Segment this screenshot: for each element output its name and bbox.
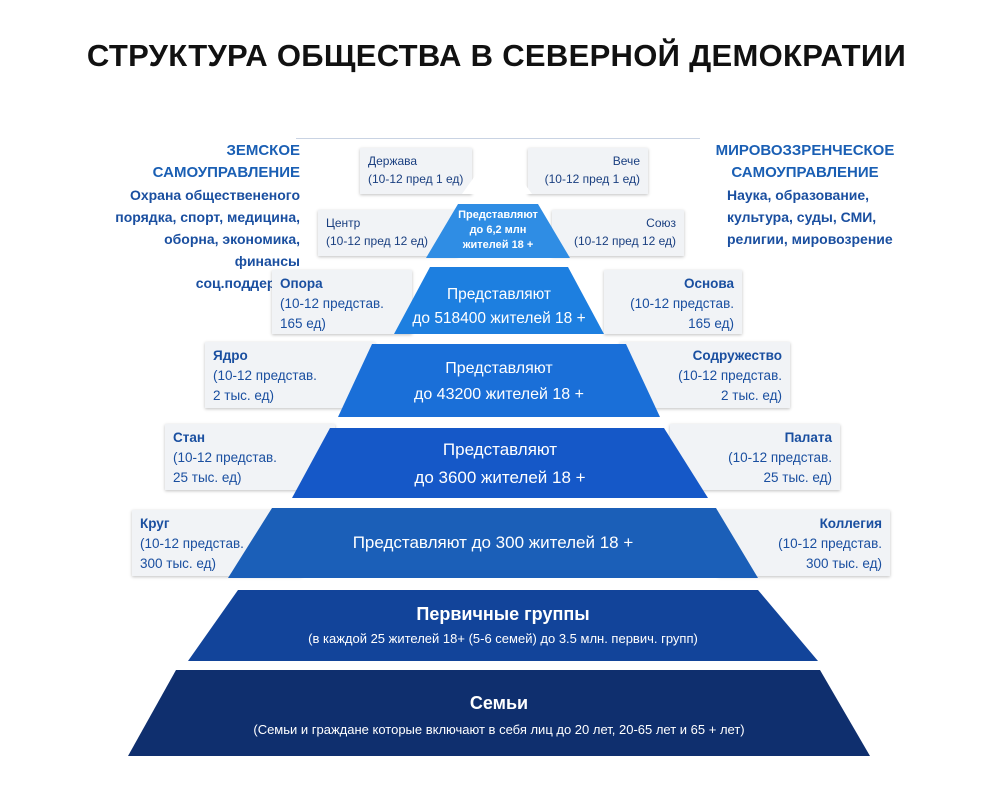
card-osnova-name: Основа xyxy=(683,276,734,291)
tier-3-text: Представляют до 518400 жителей 18 + xyxy=(394,283,604,331)
card-stan-detail-1: (10-12 представ. xyxy=(173,450,277,465)
pyramid-tier-4 xyxy=(338,344,660,417)
tier-5-text: Представляют до 3600 жителей 18 + xyxy=(292,436,708,492)
left-heading-line-1: ЗЕМСКОЕ xyxy=(226,142,300,159)
tier-7-line-1: Первичные группы xyxy=(416,604,590,624)
pyramid-tier-3 xyxy=(394,267,604,334)
tier-3-line-2: до 518400 жителей 18 + xyxy=(412,310,586,327)
card-yadro-detail-1: (10-12 представ. xyxy=(213,368,317,383)
card-kollegiya-detail-1: (10-12 представ. xyxy=(778,536,882,551)
tier-5-line-1: Представляют xyxy=(442,440,558,459)
pyramid-tier-2 xyxy=(426,204,570,258)
card-palata-name: Палата xyxy=(784,430,832,445)
pyramid-tier-8 xyxy=(128,670,870,756)
card-veche-name: Вече xyxy=(612,154,640,168)
right-heading-line-1: МИРОВОЗЗРЕНЧЕСКОЕ xyxy=(715,142,895,159)
tier-2-text: Представляют до 6,2 млн жителей 18 + xyxy=(440,208,556,253)
right-desc-3: религии, мировозрение xyxy=(727,231,893,247)
left-desc-3: оборна, экономика, финансы xyxy=(164,231,300,269)
card-kollegiya-detail-2: 300 тыс. ед) xyxy=(806,556,882,571)
left-desc-1: Охрана обществененого xyxy=(129,187,300,203)
card-soyuz-detail: (10-12 пред 12 ед) xyxy=(573,234,676,248)
pyramid-tier-6 xyxy=(228,508,758,578)
left-desc-2: порядка, спорт, медицина, xyxy=(115,209,300,225)
card-centr-detail: (10-12 пред 12 ед) xyxy=(326,234,429,248)
tier-8-line-2: (Семьи и граждане которые включают в себ… xyxy=(253,722,745,737)
tier-4-line-1: Представляют xyxy=(445,360,553,377)
page-title: СТРУКТУРА ОБЩЕСТВА В СЕВЕРНОЙ ДЕМОКРАТИИ xyxy=(86,38,907,73)
pyramid-tier-5 xyxy=(292,428,708,498)
card-soyuz: Союз (10-12 пред 12 ед) xyxy=(552,210,684,256)
card-opora-detail-1: (10-12 представ. xyxy=(280,296,384,311)
left-column-heading: ЗЕМСКОЕ САМОУПРАВЛЕНИЕ Охрана обществене… xyxy=(100,140,300,294)
card-krug-detail-1: (10-12 представ. xyxy=(140,536,244,551)
card-opora-detail-2: 165 ед) xyxy=(280,316,326,331)
left-heading-line-2: САМОУПРАВЛЕНИЕ xyxy=(152,164,300,181)
right-column-heading: МИРОВОЗЗРЕНЧЕСКОЕ САМОУПРАВЛЕНИЕ Наука, … xyxy=(695,140,915,250)
card-stan-name: Стан xyxy=(173,430,206,445)
card-soyuz-name: Союз xyxy=(646,216,676,230)
card-yadro-detail-2: 2 тыс. ед) xyxy=(213,388,274,403)
card-opora-name: Опора xyxy=(280,276,323,291)
card-palata-detail-2: 25 тыс. ед) xyxy=(763,470,833,485)
card-osnova-detail-1: (10-12 представ. xyxy=(630,296,734,311)
card-opora: Опора (10-12 представ. 165 ед) xyxy=(272,270,412,334)
card-centr-name: Центр xyxy=(326,216,361,230)
tier-8-line-1: Семьи xyxy=(469,693,529,713)
card-sodruzhestvo-name: Содружество xyxy=(692,348,782,363)
card-osnova-detail-2: 165 ед) xyxy=(688,316,734,331)
right-desc-2: культура, суды, СМИ, xyxy=(727,209,877,225)
card-yadro: Ядро (10-12 представ. 2 тыс. ед) xyxy=(205,342,375,408)
top-divider xyxy=(296,138,700,139)
card-veche: Вече (10-12 пред 1 ед) xyxy=(528,148,648,194)
card-derzhava-name: Держава xyxy=(368,154,418,168)
tier-5-line-2: до 3600 жителей 18 + xyxy=(414,468,586,487)
card-derzhava-detail: (10-12 пред 1 ед) xyxy=(368,172,464,186)
tier-6-line-1: Представляют до 300 жителей 18 + xyxy=(352,533,634,552)
card-palata-detail-1: (10-12 представ. xyxy=(728,450,832,465)
card-palata: Палата (10-12 представ. 25 тыс. ед) xyxy=(670,424,840,490)
tier-4-line-2: до 43200 жителей 18 + xyxy=(414,386,584,403)
tier-6-text: Представляют до 300 жителей 18 + xyxy=(228,530,758,556)
tier-2-line-2: до 6,2 млн xyxy=(469,224,527,236)
right-desc-1: Наука, образование, xyxy=(727,187,870,203)
card-sodruzhestvo-detail-2: 2 тыс. ед) xyxy=(721,388,782,403)
right-heading-line-2: САМОУПРАВЛЕНИЕ xyxy=(731,164,879,181)
card-kollegiya-name: Коллегия xyxy=(819,516,882,531)
pyramid-tier-apex xyxy=(462,145,532,194)
tier-7-line-2: (в каждой 25 жителей 18+ (5-6 семей) до … xyxy=(308,631,698,646)
card-veche-detail: (10-12 пред 1 ед) xyxy=(544,172,640,186)
pyramid-tier-7 xyxy=(188,590,818,661)
tier-3-line-1: Представляют xyxy=(446,286,552,303)
card-stan-detail-2: 25 тыс. ед) xyxy=(173,470,242,485)
card-derzhava: Держава (10-12 пред 1 ед) xyxy=(360,148,472,194)
tier-4-text: Представляют до 43200 жителей 18 + xyxy=(338,356,660,408)
card-krug-name: Круг xyxy=(140,516,170,531)
card-sodruzhestvo-detail-1: (10-12 представ. xyxy=(678,368,782,383)
tier-2-line-3: жителей 18 + xyxy=(462,239,534,251)
card-kollegiya: Коллегия (10-12 представ. 300 тыс. ед) xyxy=(718,510,890,576)
card-krug-detail-2: 300 тыс. ед) xyxy=(140,556,216,571)
card-yadro-name: Ядро xyxy=(213,348,248,363)
tier-8-text: Семьи (Семьи и граждане которые включают… xyxy=(128,688,870,742)
card-sodruzhestvo: Содружество (10-12 представ. 2 тыс. ед) xyxy=(620,342,790,408)
card-osnova: Основа (10-12 представ. 165 ед) xyxy=(604,270,742,334)
tier-2-line-1: Представляют xyxy=(458,209,538,221)
tier-7-text: Первичные группы (в каждой 25 жителей 18… xyxy=(188,600,818,650)
